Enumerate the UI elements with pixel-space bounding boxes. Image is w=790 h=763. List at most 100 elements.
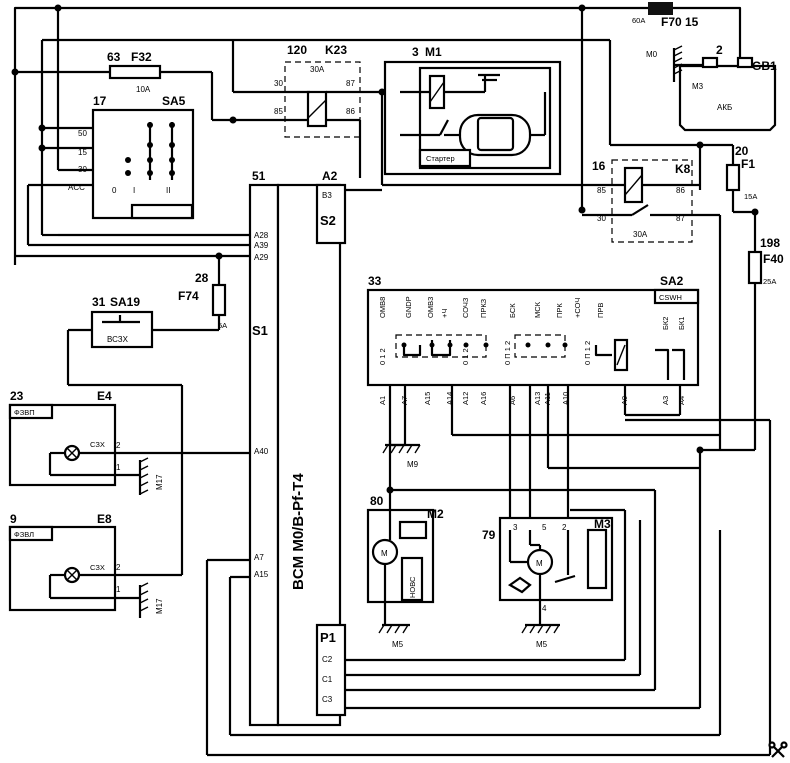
svg-text:SA2: SA2 [660,274,684,288]
svg-text:86: 86 [346,107,355,116]
ground-m9: M9 [382,440,421,469]
svg-text:10A: 10A [136,85,151,94]
ground-symbol [673,45,683,75]
svg-text:79: 79 [482,528,496,542]
svg-text:C3: C3 [322,695,333,704]
svg-text:3: 3 [513,523,518,532]
svg-text:F70: F70 [661,15,682,29]
svg-text:15: 15 [78,148,87,157]
svg-text:9: 9 [10,512,17,526]
svg-text:A29: A29 [254,253,269,262]
svg-text:SA5: SA5 [162,94,186,108]
svg-text:M1: M1 [425,45,442,59]
lamp-symbol [63,444,81,462]
svg-text:M: M [536,559,543,568]
lamp-e4: 23 E4 ФЗВП СЗХ 2 1 M17 [8,389,250,495]
svg-text:16: 16 [592,159,606,173]
svg-text:СЗХ: СЗХ [90,563,105,572]
svg-text:30A: 30A [310,65,325,74]
svg-text:Стартер: Стартер [426,154,455,163]
svg-text:ACC: ACC [68,183,85,192]
svg-text:БК2: БК2 [661,317,670,330]
svg-text:K8: K8 [675,162,691,176]
svg-text:1: 1 [116,585,121,594]
svg-text:0 П 1 2: 0 П 1 2 [583,341,592,365]
svg-text:A28: A28 [254,231,269,240]
svg-text:БСК: БСК [508,303,517,318]
starter-m1: 3 M1 Стартер [383,45,562,176]
svg-text:SA19: SA19 [110,295,140,309]
relay-k23: 120 K23 30A 30 87 85 86 [212,40,625,187]
svg-text:198: 198 [760,236,780,250]
svg-text:2: 2 [116,563,121,572]
svg-text:M: M [381,549,388,558]
svg-text:15A: 15A [744,192,757,201]
svg-text:M5: M5 [536,640,548,649]
svg-text:M17: M17 [155,598,164,614]
svg-text:85: 85 [274,107,283,116]
svg-text:БК1: БК1 [677,317,686,330]
wiper-motor-m3: 79 M3 3 5 2 4 M M5 [482,516,614,649]
svg-text:E4: E4 [97,389,112,403]
ignition-switch-sa5: 17 SA5 50 15 30 ACC 0 I II [28,94,195,220]
svg-text:60A: 60A [632,16,645,25]
svg-text:A13: A13 [533,392,542,405]
battery-gb1: 2 GB1 M3 АКБ M0 [646,43,777,132]
relay-k8: 16 K8 85 86 30 87 30A [582,159,722,450]
svg-text:5A: 5A [218,321,227,330]
svg-text:2: 2 [116,441,121,450]
svg-text:31: 31 [92,295,106,309]
svg-text:A39: A39 [254,241,269,250]
motor-symbol: M [371,538,399,566]
svg-text:F32: F32 [131,50,152,64]
svg-text:5: 5 [542,523,547,532]
svg-text:1: 1 [116,463,121,472]
svg-text:I: I [133,186,135,195]
svg-text:2: 2 [716,43,723,57]
svg-text:51: 51 [252,169,266,183]
fuse-f74: 28 F74 5A [152,252,227,332]
svg-text:M5: M5 [392,640,404,649]
fuse-f70: 60A F70 15 [632,2,699,29]
fuse-f40: 198 F40 25A [747,236,784,286]
svg-text:ВСЗХ: ВСЗХ [107,335,129,344]
svg-text:30: 30 [274,79,283,88]
svg-text:+Ч: +Ч [440,309,449,318]
svg-text:0 1 2: 0 1 2 [378,348,387,365]
svg-text:B3: B3 [322,191,332,200]
svg-text:87: 87 [346,79,355,88]
svg-text:A12: A12 [461,392,470,405]
svg-text:17: 17 [93,94,107,108]
svg-text:НОВС: НОВС [408,576,417,598]
svg-text:BCM M0/B-Pf-T4: BCM M0/B-Pf-T4 [290,473,307,590]
svg-text:M9: M9 [407,460,419,469]
lamp-e8: 9 E8 ФЗВЛ СЗХ 2 1 M17 [8,512,182,618]
washer-motor-m2: 80 M2 M НОВС M5 [345,486,657,692]
svg-text:ФЗВЛ: ФЗВЛ [14,530,34,539]
svg-text:63: 63 [107,50,121,64]
svg-text:A7: A7 [254,553,264,562]
svg-text:120: 120 [287,43,307,57]
svg-text:K23: K23 [325,43,347,57]
svg-text:M0: M0 [646,50,658,59]
svg-text:C1: C1 [322,675,333,684]
svg-text:20: 20 [735,144,749,158]
wrench-icon [768,741,788,758]
svg-text:АКБ: АКБ [717,103,732,112]
svg-text:85: 85 [597,186,606,195]
svg-text:F1: F1 [741,157,755,171]
svg-text:ФЗВП: ФЗВП [14,408,35,417]
svg-text:33: 33 [368,274,382,288]
svg-text:ПРК: ПРК [555,303,564,318]
svg-text:A4: A4 [677,396,686,405]
svg-text:ПРВ: ПРВ [596,303,605,318]
svg-text:86: 86 [676,186,685,195]
switch-sa19: 31 SA19 ВСЗХ [66,295,184,575]
svg-text:3: 3 [412,45,419,59]
svg-text:E8: E8 [97,512,112,526]
svg-text:0 П 1 2: 0 П 1 2 [503,341,512,365]
bcm-a2: 51 A2 B3 S2 S1 BCM M0/B-Pf-T4 P1 C2 C1 C… [15,169,382,727]
svg-text:OMB3: OMB3 [426,297,435,318]
svg-text:A1: A1 [378,396,387,405]
